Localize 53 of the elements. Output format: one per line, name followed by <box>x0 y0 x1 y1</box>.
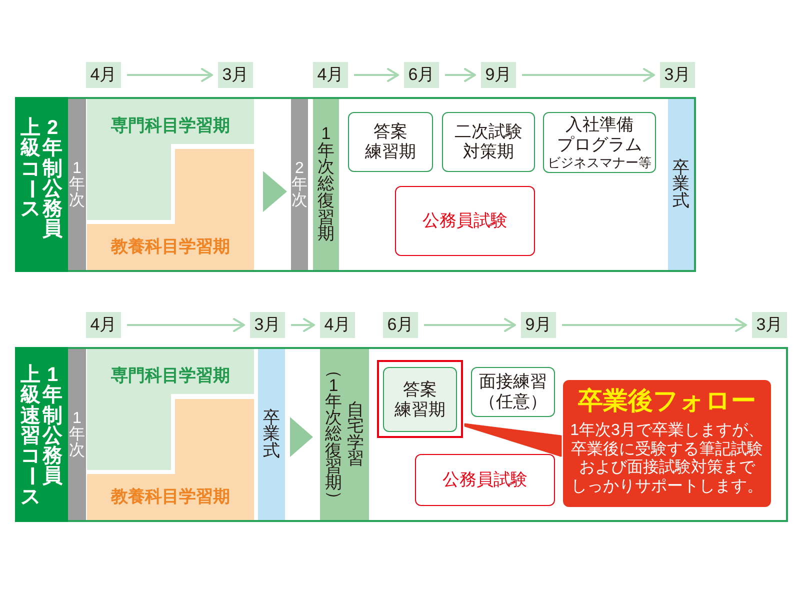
callout-pointer <box>464 423 562 457</box>
arrow <box>562 318 747 332</box>
period-box: 答案練習期 <box>348 112 433 172</box>
arrow <box>127 68 213 82</box>
chevron-arrow <box>290 417 313 457</box>
month-label: 4月 <box>313 62 348 88</box>
period-box: 面接練習（任意） <box>471 367 555 417</box>
chevron-arrow <box>263 171 287 212</box>
callout-box <box>563 380 771 507</box>
arrow <box>445 68 476 82</box>
course-title: 1年制公務員 <box>42 365 64 487</box>
study-period-area: 専門科目学習期 <box>87 349 254 470</box>
arrow <box>354 68 399 82</box>
year-bar: 2年次 <box>291 99 308 270</box>
callout-title: 卒業後フォロー <box>577 386 757 416</box>
course-panel <box>15 97 696 272</box>
course-title: 2年制公務員 <box>42 118 64 240</box>
exam-box: 公務員試験 <box>415 454 555 506</box>
period-label: 自宅学習 <box>346 402 365 467</box>
course-title: 上級速習コース <box>20 365 42 508</box>
ceremony-bar: 卒業式 <box>258 349 285 520</box>
course-panel <box>15 347 788 522</box>
month-label: 6月 <box>383 312 418 338</box>
month-label: 4月 <box>320 312 355 338</box>
study-period-area: 教養科目学習期 <box>87 149 254 270</box>
month-label: 3月 <box>752 312 787 338</box>
period-bar <box>320 349 369 520</box>
arrow <box>127 318 245 332</box>
period-box: 入社準備プログラム ビジネスマナー等 <box>543 112 656 173</box>
month-label: 4月 <box>86 312 121 338</box>
month-label: 6月 <box>404 62 439 88</box>
period-bar: 1年次総復習期 <box>313 99 339 270</box>
arrow <box>291 318 315 332</box>
month-label: 4月 <box>86 62 121 88</box>
study-period-area: 教養科目学習期 <box>87 399 254 520</box>
month-label: 3月 <box>218 62 253 88</box>
month-label: 3月 <box>250 312 285 338</box>
year-bar: 1年次 <box>68 99 86 270</box>
month-label: 3月 <box>660 62 695 88</box>
ceremony-bar: 卒業式 <box>668 99 694 270</box>
course-title: 上級コース <box>20 118 42 220</box>
arrow <box>424 318 516 332</box>
period-box: 二次試験対策期 <box>442 112 535 172</box>
period-label: （1年次総復習期） <box>324 362 344 508</box>
study-period-area: 専門科目学習期 <box>87 99 254 220</box>
callout-text: 1年次3月で卒業しますが、卒業後に受験する筆記試験および面接試験対策までしっかりサポートします。 <box>569 422 765 496</box>
month-label: 9月 <box>521 312 556 338</box>
year-bar: 1年次 <box>68 349 86 520</box>
month-label: 9月 <box>481 62 516 88</box>
period-box: 答案練習期 <box>383 367 457 432</box>
exam-box: 公務員試験 <box>395 186 535 256</box>
arrow <box>522 68 655 82</box>
highlight-frame <box>377 360 463 438</box>
